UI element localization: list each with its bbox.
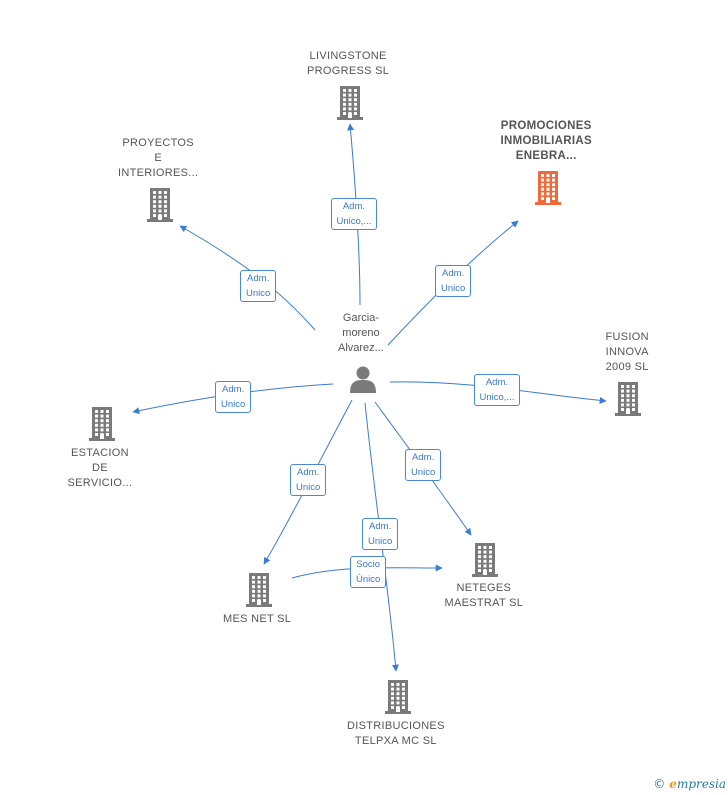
edge-label-mesnet[interactable]: Adm. Unico — [290, 464, 327, 496]
company-label-proyectos[interactable]: PROYECTOS E INTERIORES... — [118, 136, 199, 179]
brand-logo-e: e — [669, 777, 677, 791]
building-icon-neteges[interactable] — [472, 543, 498, 577]
edge-label-estacion[interactable]: Adm. Unico — [215, 381, 252, 413]
edge-label-mesnet-neteges[interactable]: Socio Único — [350, 556, 387, 588]
building-icon-mesnet[interactable] — [246, 573, 272, 607]
person-icon[interactable] — [350, 366, 376, 394]
building-icon-estacion[interactable] — [89, 407, 115, 441]
edge-label-promociones[interactable]: Adm. Unico — [435, 265, 472, 297]
building-icon-promociones[interactable] — [535, 171, 561, 205]
company-label-fusion[interactable]: FUSION INNOVA 2009 SL — [605, 330, 649, 373]
company-label-estacion[interactable]: ESTACION DE SERVICIO... — [67, 446, 133, 489]
company-label-mesnet[interactable]: MES NET SL — [223, 612, 292, 625]
edge-label-neteges[interactable]: Adm. Unico — [405, 449, 442, 481]
company-label-livingstone[interactable]: LIVINGSTONE PROGRESS SL — [307, 50, 390, 77]
building-icon-proyectos[interactable] — [147, 188, 173, 222]
company-label-neteges[interactable]: NETEGES MAESTRAT SL — [444, 582, 524, 609]
building-icon-livingstone[interactable] — [337, 86, 363, 120]
edge-label-proyectos[interactable]: Adm. Unico — [240, 270, 277, 302]
edge-label-livingstone[interactable]: Adm. Unico,... — [330, 198, 378, 230]
building-icon-distribuciones[interactable] — [385, 680, 411, 714]
company-label-distribuciones[interactable]: DISTRIBUCIONES TELPXA MC SL — [347, 720, 445, 747]
footer-brand: ©empresia — [653, 777, 726, 791]
person-label[interactable]: Garcia- moreno Alvarez... — [338, 311, 384, 354]
company-label-promociones[interactable]: PROMOCIONES INMOBILIARIAS ENEBRA... — [500, 119, 592, 162]
copyright-symbol: © — [653, 777, 666, 791]
edge-label-fusion[interactable]: Adm. Unico,... — [473, 374, 521, 406]
brand-name: mpresia — [676, 777, 726, 791]
building-icon-fusion[interactable] — [615, 382, 641, 416]
edge-label-distribuciones[interactable]: Adm. Unico — [362, 518, 399, 550]
